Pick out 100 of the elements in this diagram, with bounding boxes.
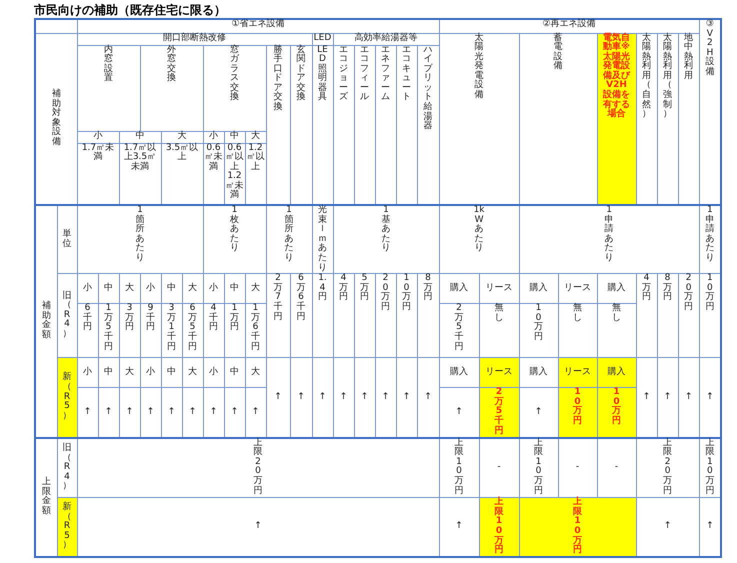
unit-text: 1枚あたり [229,206,240,254]
unit-text: 1申請あたり [704,206,716,264]
amount-value: 無し [611,304,622,324]
type-header: リース [484,284,514,294]
column-header: エコジョーズ [338,46,349,104]
same-as-above-mark: ↑ [82,408,92,418]
row-header: 新（R5） [62,502,72,551]
same-as-above-mark: ↑ [402,392,412,402]
size-header: 小 [82,368,93,378]
amount-value: 4千円 [208,304,219,333]
amount-value: 2万5千円 [454,304,465,352]
amount-value: 2万5千円 [494,388,505,436]
row-header: 単位 [62,230,72,250]
section-header: ①省エネ設備 [230,20,286,30]
column-header: 電気自動車※太陽光発電設備及びV2H設備を有する場合 [602,34,632,120]
column-header: 窓ガラス交換 [229,46,240,104]
limit-value: 上限10万円 [533,438,544,496]
amount-value: 20万円 [380,274,391,313]
amount-value: 10万円 [704,274,716,313]
same-as-above-mark: ↑ [705,392,715,402]
unit-text: 1箇所あたり [134,206,146,264]
same-as-above-mark: ↑ [188,408,198,418]
same-as-above-mark: ↑ [684,392,694,402]
size-range: 3.5㎡以上 [164,144,200,163]
size-header: 小 [208,132,219,142]
same-as-above-mark: ↑ [104,408,114,418]
unit-text: 1kWあたり [473,206,485,254]
type-header: リース [563,284,592,294]
type-header: 購入 [528,284,549,294]
page-title: 市民向けの補助（既存住宅に限る） [34,2,226,19]
amount-value: 20万円 [683,274,694,313]
size-header: 大 [176,132,188,142]
limit-value: 上限10万円 [704,438,716,496]
same-as-above-mark: ↑ [454,408,464,418]
size-range: 0.6㎡未満 [204,144,224,172]
size-header: 中 [166,284,177,294]
dash-mark: - [496,463,502,473]
same-as-above-mark: ↑ [166,408,176,418]
size-header: 中 [166,368,177,378]
limit-value: 上限20万円 [252,438,264,496]
size-header: 小 [208,284,219,294]
size-range: 0.6㎡以上1.2㎡未満 [224,144,244,202]
column-header: LED照明器具 [316,46,328,104]
same-as-above-mark: ↑ [208,408,218,418]
amount-value: 10万円 [401,274,412,313]
unit-text: 1申請あたり [604,206,615,264]
type-header: 購入 [606,368,627,378]
amount-value: 4万円 [338,274,349,303]
size-header: 中 [134,132,146,142]
size-header: 中 [229,132,240,142]
same-as-above-mark: ↑ [250,408,260,418]
amount-value: 10万円 [611,388,622,427]
group-header: LED [312,34,332,44]
amount-value: 無し [572,304,584,324]
column-header: 蓄電設備 [552,34,564,72]
size-header: 中 [229,368,240,378]
column-header: 勝手口ドア交換 [272,46,284,113]
size-header: 大 [250,284,261,294]
size-header: 大 [250,132,261,142]
amount-value: 1.4円 [317,274,328,303]
size-range: 1.7㎡以上3.5㎡未満 [122,144,158,172]
same-as-above-mark: ↑ [146,408,156,418]
column-header: 太陽光発電設備 [474,34,485,101]
same-as-above-mark: ↑ [705,522,715,532]
row-header: 上限金額 [40,478,52,516]
section-header: ③V2H設備 [704,20,716,78]
unit-text: 1基あたり [380,206,392,254]
dash-mark: - [574,463,580,473]
same-as-above-mark: ↑ [662,522,672,532]
limit-value: 上限10万円 [494,498,505,556]
type-header: 購入 [449,284,470,294]
unit-text: 1箇所あたり [284,206,294,264]
amount-value: 9千円 [145,304,156,333]
same-as-above-mark: ↑ [338,392,348,402]
same-as-above-mark: ↑ [253,522,263,532]
same-as-above-mark: ↑ [296,392,306,402]
amount-value: 無し [494,304,505,324]
same-as-above-mark: ↑ [318,392,328,402]
amount-value: 8万円 [662,274,674,303]
amount-value: 1万円 [229,304,240,333]
size-header: 大 [250,368,261,378]
column-header: エネファーム [380,46,391,104]
same-as-above-mark: ↑ [360,392,370,402]
amount-value: 2万7千円 [272,274,284,322]
column-header: ハイブリット給湯器 [422,46,434,132]
amount-value: 1万6千円 [250,304,261,352]
row-header: 補助対象設備 [50,90,62,148]
type-header: 購入 [606,284,627,294]
limit-value: 上限10万円 [454,438,465,496]
row-header: 旧（R4） [62,444,72,492]
same-as-above-mark: ↑ [454,522,464,532]
type-header: 購入 [528,368,549,378]
column-header: 太陽熱利用（強制） [662,34,674,120]
group-header: 高効率給湯器等 [354,34,419,44]
size-header: 大 [124,368,135,378]
size-header: 中 [103,368,114,378]
same-as-above-mark: ↑ [642,392,652,402]
column-header: エコキュート [401,46,412,104]
size-header: 小 [145,284,156,294]
dash-mark: - [614,463,620,473]
